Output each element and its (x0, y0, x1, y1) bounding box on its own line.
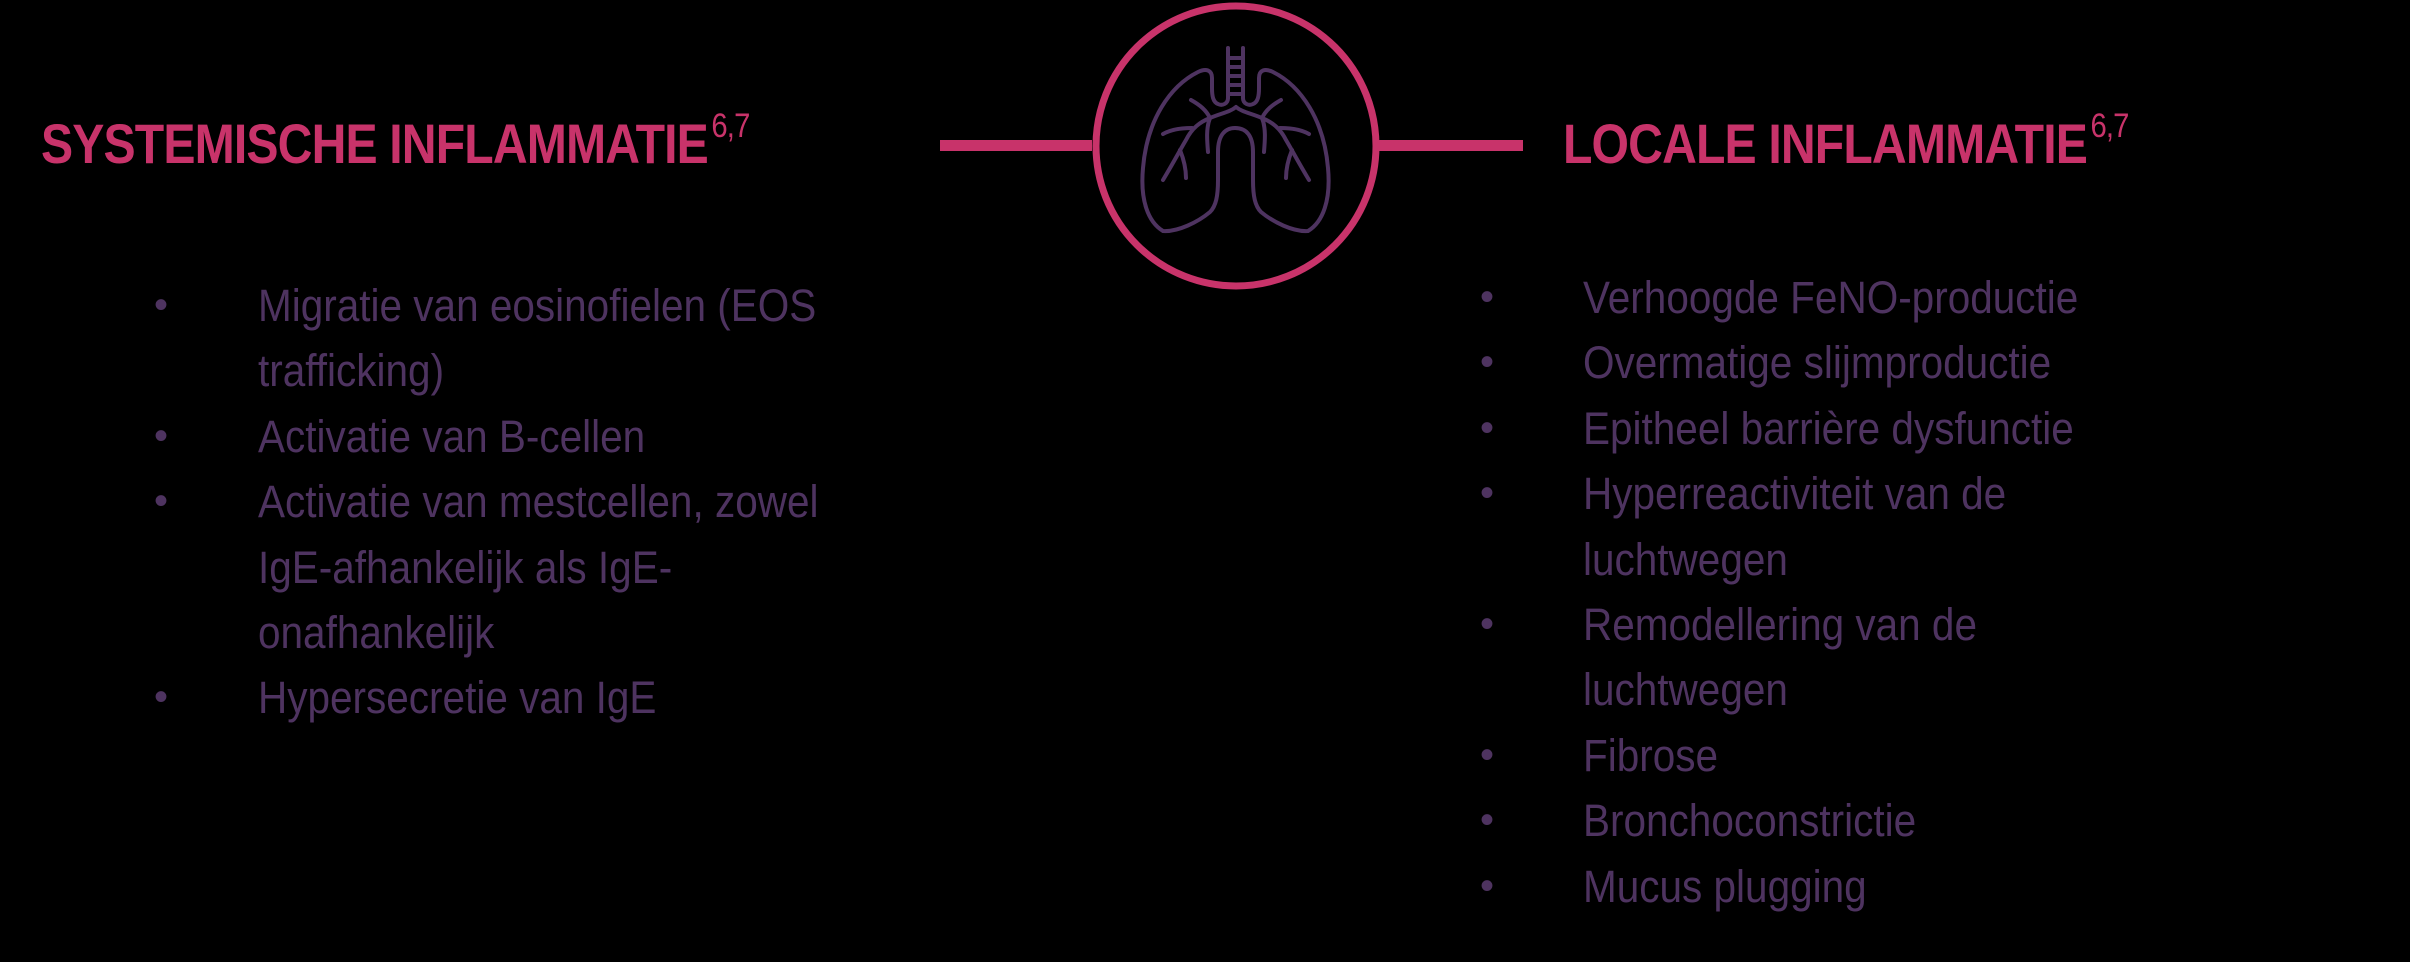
bullet-icon: • (154, 283, 169, 327)
list-item: • Remodellering van de luchtwegen (1480, 592, 2303, 723)
list-item-text: Mucus plugging (1583, 860, 1867, 912)
list-item-text: Bronchoconstrictie (1583, 795, 1917, 847)
list-item: • Epitheel barrière dysfunctie (1480, 396, 2303, 461)
list-item-text: Fibrose (1583, 729, 1719, 781)
bullet-icon: • (1480, 275, 1495, 319)
list-item: • Activatie van mestcellen, zowel IgE-afh… (154, 469, 978, 665)
bullet-icon: • (1480, 602, 1495, 647)
list-item: • Hypersecretie van IgE (154, 665, 978, 730)
lungs-icon (1140, 46, 1331, 234)
list-item-text: Overmatige slijmproductie (1583, 337, 2052, 389)
bullet-icon: • (1480, 340, 1495, 385)
local-inflammation-list: • Verhoogde FeNO-productie • Overmatige sl… (1480, 265, 2303, 919)
list-item-text: Activatie van mestcellen, zowel IgE-afha… (258, 476, 819, 659)
bullet-icon: • (1480, 471, 1495, 516)
list-item: • Bronchoconstrictie (1480, 788, 2303, 853)
bullet-icon: • (154, 479, 169, 524)
list-item: • Activatie van B-cellen (154, 404, 978, 469)
bullet-icon: • (154, 675, 169, 720)
list-item-text: Hyperreactiviteit van de luchtwegen (1583, 468, 2007, 585)
circle-frame (1092, 2, 1380, 290)
list-item: • Mucus plugging (1480, 854, 2303, 919)
reference-superscript: 6,7 (2090, 107, 2129, 146)
list-item: • Overmatige slijmproductie (1480, 330, 2303, 395)
list-item: • Hyperreactiviteit van de luchtwegen (1480, 461, 2303, 592)
systemic-inflammation-list: • Migratie van eosinofielen (EOS traffick… (154, 273, 978, 731)
bullet-icon: • (1480, 863, 1495, 908)
list-item: • Migratie van eosinofielen (EOS traffick… (154, 273, 978, 404)
bullet-icon: • (1480, 732, 1495, 777)
reference-superscript: 6,7 (711, 107, 750, 146)
bullet-icon: • (154, 413, 169, 458)
bullet-icon: • (1480, 798, 1495, 843)
list-item: • Verhoogde FeNO-productie (1480, 265, 2303, 330)
heading-text: LOCALE INFLAMMATIE (1563, 112, 2088, 175)
connector-line-left (940, 140, 1092, 151)
list-item-text: Activatie van B-cellen (258, 410, 646, 462)
list-item-text: Hypersecretie van IgE (258, 672, 657, 724)
list-item-text: Epitheel barrière dysfunctie (1583, 402, 2074, 454)
heading-text: SYSTEMISCHE INFLAMMATIE (41, 112, 709, 175)
list-item: • Fibrose (1480, 723, 2303, 788)
connector-line-right (1376, 140, 1523, 151)
list-item-text: Migratie van eosinofielen (EOS trafficki… (258, 280, 817, 397)
lungs-circle-badge (1092, 2, 1380, 290)
list-item-text: Remodellering van de luchtwegen (1583, 599, 1977, 716)
bullet-icon: • (1480, 405, 1495, 450)
list-item-text: Verhoogde FeNO-productie (1583, 272, 2079, 323)
